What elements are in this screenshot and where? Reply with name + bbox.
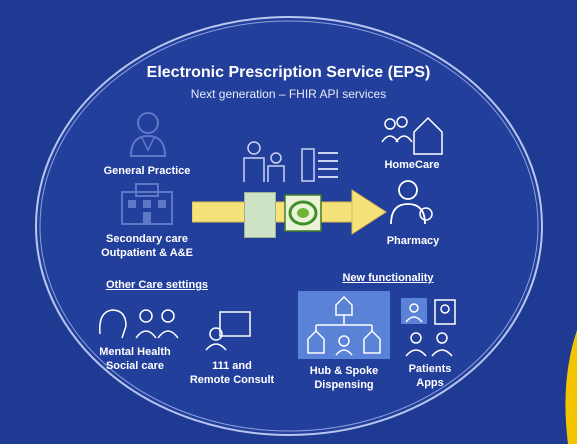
secondary-care-label-2: Outpatient & A&E (101, 247, 193, 259)
prescription-list-icon (301, 148, 338, 182)
hub-spoke-box (298, 291, 390, 359)
hub-spoke-label-1: Hub & Spoke (309, 365, 379, 377)
remote-consult-label-1: 111 and (212, 360, 252, 372)
other-care-heading: Other Care settings (105, 279, 209, 291)
secondary-care-label-1: Secondary care (106, 233, 188, 245)
new-functionality-heading: New functionality (342, 272, 434, 284)
doctor-icon (129, 112, 167, 157)
homecare-icon (381, 116, 443, 155)
patient-app-icon (434, 299, 456, 325)
hub-spoke-icon (307, 295, 381, 356)
general-practice-label: General Practice (103, 165, 191, 177)
pharmacy-label: Pharmacy (386, 235, 440, 247)
patients-label-2: Apps (416, 377, 444, 389)
app-tile-icon (401, 298, 427, 324)
homecare-label: HomeCare (384, 159, 440, 171)
mental-health-label-1: Mental Health (99, 346, 171, 358)
remote-consult-label-2: Remote Consult (189, 374, 275, 386)
hospital-icon (121, 183, 173, 225)
inner-oval (39, 20, 539, 432)
family-icon (243, 141, 285, 182)
brain-icon (99, 309, 179, 339)
diagram-subtitle: Next generation – FHIR API services (190, 87, 387, 101)
pharmacist-icon (390, 180, 433, 225)
patients-label-1: Patients (408, 363, 452, 375)
prescription-icon (244, 192, 276, 238)
patients-group-icon (405, 332, 453, 357)
mental-health-label-2: Social care (105, 360, 165, 372)
remote-consult-icon (205, 311, 251, 351)
eps-logo-icon (284, 194, 322, 232)
corner-accent (565, 330, 577, 444)
hub-spoke-label-2: Dispensing (314, 379, 374, 391)
diagram-title: Electronic Prescription Service (EPS) (146, 64, 431, 81)
